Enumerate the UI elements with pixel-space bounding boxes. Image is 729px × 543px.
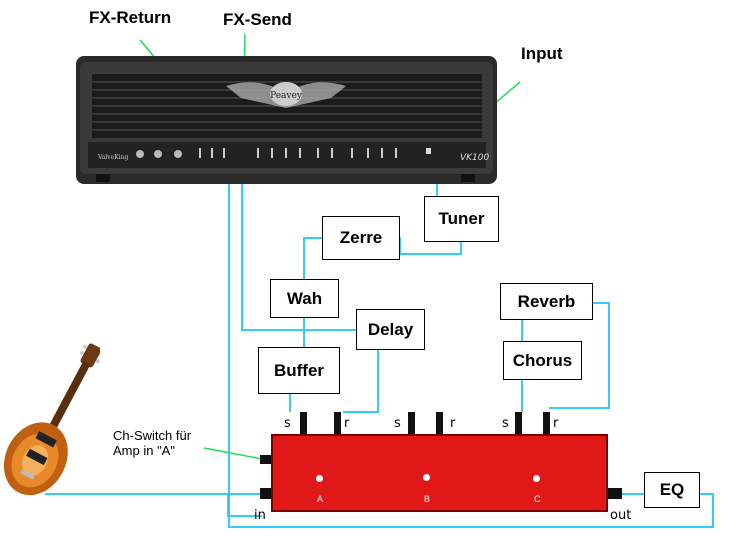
jack-out xyxy=(607,488,622,499)
reverb-box: Reverb xyxy=(500,283,593,320)
jack-return-1 xyxy=(334,412,341,434)
zerre-box: Zerre xyxy=(322,216,400,260)
eq-box: EQ xyxy=(644,472,700,508)
jack-send-3 xyxy=(515,412,522,434)
cable-zerre-wah xyxy=(303,237,322,279)
guitar-image xyxy=(4,343,100,496)
jack-label-r1: r xyxy=(344,416,350,431)
delay-box: Delay xyxy=(356,309,425,350)
loop-label-a: A xyxy=(317,494,324,504)
chorus-box: Chorus xyxy=(503,341,582,380)
jack-ch-switch xyxy=(260,455,273,464)
loop-switcher-body: A B C xyxy=(271,434,608,512)
fx-return-label: FX-Return xyxy=(89,8,172,27)
loop-led-c xyxy=(533,475,540,482)
loop-label-c: C xyxy=(534,494,541,504)
jack-label-s2: s xyxy=(394,416,401,431)
cable-reverb-return xyxy=(549,302,610,409)
amp-head-image: Peavey ValveKing VK100 xyxy=(76,56,497,184)
jack-in xyxy=(260,488,273,499)
input-label: Input xyxy=(521,44,563,63)
jack-send-1 xyxy=(300,412,307,434)
amp-model-text: VK100 xyxy=(460,153,490,163)
pointer-ch-switch xyxy=(203,447,263,460)
cable-in-loop xyxy=(227,494,262,517)
buffer-box: Buffer xyxy=(258,347,340,394)
cable-tuner-zerre xyxy=(399,237,462,255)
cable-delay-return xyxy=(343,349,379,413)
jack-return-3 xyxy=(543,412,550,434)
amp-left-badge: ValveKing xyxy=(97,154,128,161)
out-label: out xyxy=(610,508,632,523)
loop-led-b xyxy=(423,474,430,481)
jack-label-s1: s xyxy=(284,416,291,431)
cable-fx-send xyxy=(241,150,356,331)
ch-switch-note: Ch-Switch für Amp in "A" xyxy=(113,428,192,458)
jack-send-2 xyxy=(408,412,415,434)
jack-return-2 xyxy=(436,412,443,434)
jack-label-r3: r xyxy=(553,416,559,431)
tuner-box: Tuner xyxy=(424,196,499,242)
amp-brand-text: Peavey xyxy=(270,91,303,101)
cable-fx-return xyxy=(228,150,714,528)
jack-label-r2: r xyxy=(450,416,456,431)
in-label: in xyxy=(254,508,266,523)
loop-label-b: B xyxy=(424,494,431,504)
jack-label-s3: s xyxy=(502,416,509,431)
loop-led-a xyxy=(316,475,323,482)
fx-send-label: FX-Send xyxy=(223,10,292,29)
wah-box: Wah xyxy=(270,279,339,318)
